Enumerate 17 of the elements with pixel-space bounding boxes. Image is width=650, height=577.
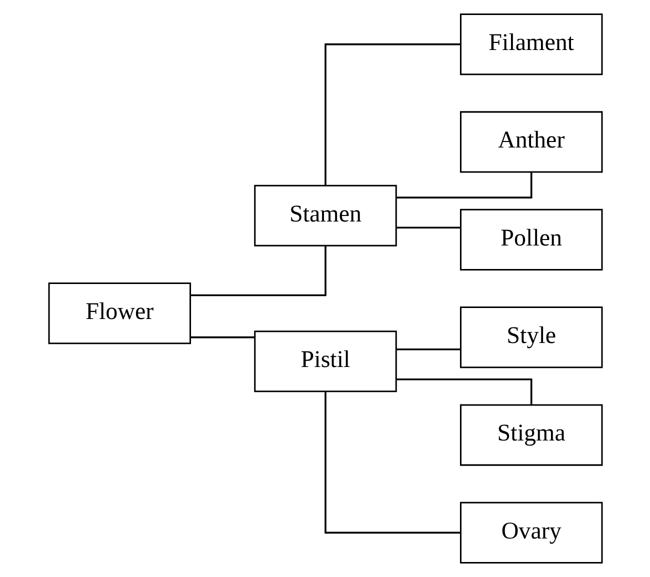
connector bbox=[396, 378, 532, 405]
connector bbox=[190, 246, 326, 296]
node-box: Pistil bbox=[254, 330, 396, 392]
node-box: Style bbox=[459, 306, 602, 368]
connector bbox=[190, 336, 254, 338]
connector bbox=[324, 392, 460, 534]
connector bbox=[396, 348, 460, 350]
node-box: Flower bbox=[48, 282, 191, 344]
node-box: Ovary bbox=[459, 502, 602, 564]
connector bbox=[396, 226, 460, 229]
connector bbox=[396, 172, 532, 198]
node-box: Filament bbox=[459, 14, 602, 76]
connector bbox=[324, 43, 460, 186]
node-box: Pollen bbox=[459, 208, 602, 270]
node-box: Stamen bbox=[254, 184, 396, 246]
node-box: Stigma bbox=[459, 404, 602, 466]
node-box: Anther bbox=[459, 111, 602, 173]
